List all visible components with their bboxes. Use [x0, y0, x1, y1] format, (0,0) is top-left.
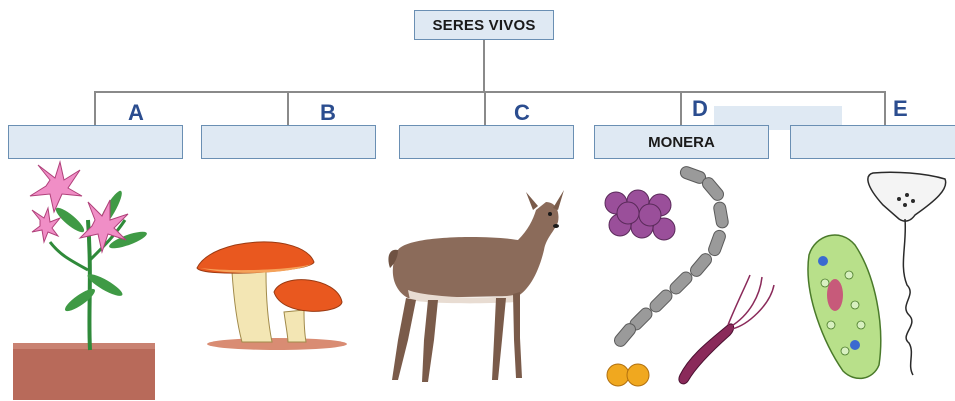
- category-box-d[interactable]: MONERA: [594, 125, 769, 159]
- root-box-seres-vivos: SERES VIVOS: [414, 10, 554, 40]
- connector-a: [94, 91, 96, 125]
- protozoa-icon: [795, 165, 955, 385]
- letter-b: B: [320, 100, 336, 126]
- letter-e: E: [893, 96, 908, 122]
- category-box-c[interactable]: [399, 125, 574, 159]
- bacteria-icon: [600, 165, 780, 395]
- letter-a: A: [128, 100, 144, 126]
- category-box-b[interactable]: [201, 125, 376, 159]
- lily-plant-icon: [10, 160, 160, 400]
- deer-icon: [368, 180, 578, 386]
- connector-b: [287, 91, 289, 125]
- letter-d: D: [692, 96, 708, 122]
- connector-c: [484, 91, 486, 125]
- connector-e: [884, 91, 886, 125]
- mushroom-icon: [192, 232, 352, 352]
- connector-horizontal: [94, 91, 886, 93]
- letter-c: C: [514, 100, 530, 126]
- connector-root-vertical: [483, 40, 485, 92]
- connector-d: [680, 91, 682, 125]
- category-box-e[interactable]: [790, 125, 955, 159]
- root-label: SERES VIVOS: [432, 17, 535, 34]
- category-box-a[interactable]: [8, 125, 183, 159]
- category-label-d: MONERA: [648, 134, 715, 151]
